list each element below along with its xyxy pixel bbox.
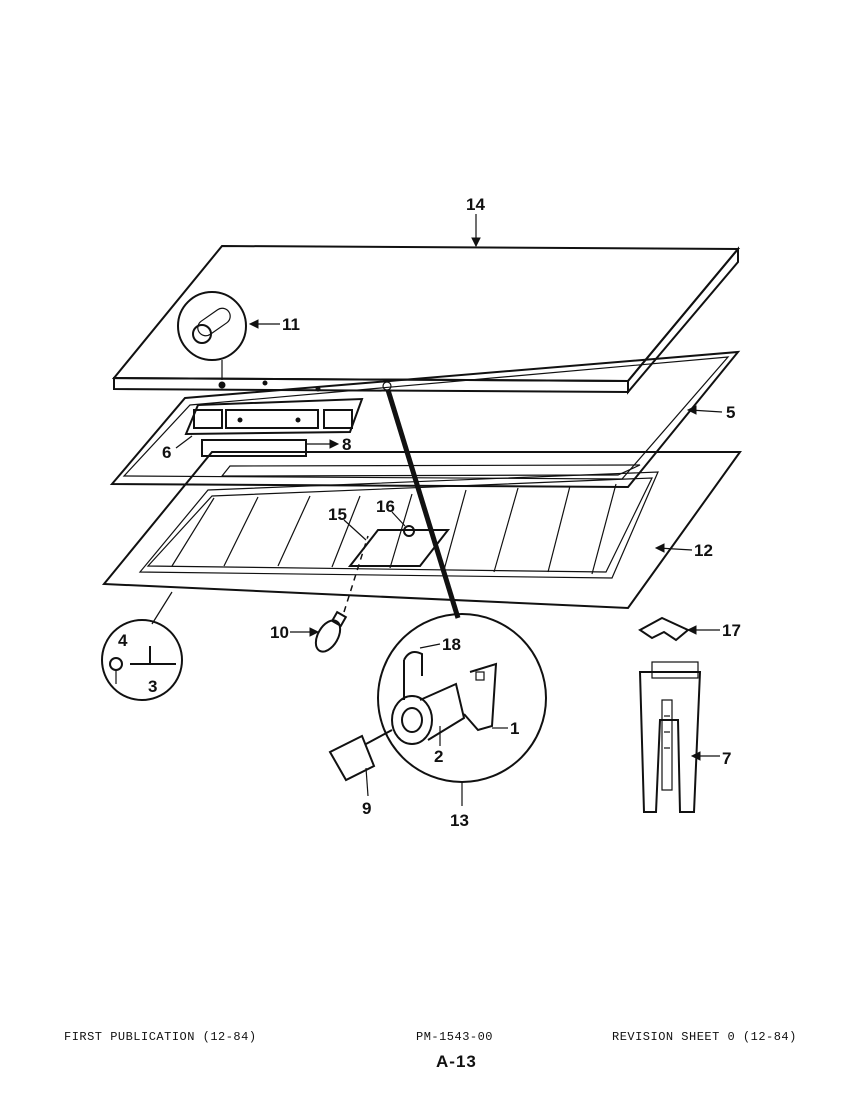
callout-17: 17 (722, 621, 741, 640)
callout-9: 9 (362, 799, 371, 818)
callout-8: 8 (342, 435, 351, 454)
callout-12: 12 (694, 541, 713, 560)
signal-light-strip-part-8 (201, 439, 307, 457)
lid-panel-part-14 (111, 244, 741, 395)
lock-assembly-part-13 (377, 613, 547, 806)
callout-4: 4 (118, 631, 128, 650)
hinge-pin-detail-part-11 (177, 291, 247, 380)
hinge-bracket-part-7 (638, 661, 702, 813)
callout-2: 2 (434, 747, 443, 766)
callout-16: 16 (376, 497, 395, 516)
callout-11: 11 (282, 315, 300, 334)
hinge-detail-parts-3-4 (101, 591, 183, 701)
callout-1: 1 (510, 719, 519, 738)
callout-6: 6 (162, 443, 171, 462)
footer-first-publication: FIRST PUBLICATION (12-84) (64, 1030, 257, 1044)
callout-18: 18 (442, 635, 461, 654)
lock-key-part-9 (328, 729, 393, 797)
page-number: A-13 (436, 1052, 477, 1071)
inner-door-panel-part-12 (101, 451, 742, 610)
callout-3: 3 (148, 677, 157, 696)
footer-part-manual-number: PM-1543-00 (416, 1030, 494, 1044)
callout-14: 14 (466, 195, 485, 214)
callout-13: 13 (450, 811, 469, 830)
callout-5: 5 (726, 403, 735, 422)
callout-7: 7 (722, 749, 731, 768)
callout-10: 10 (270, 623, 289, 642)
callout-15: 15 (328, 505, 347, 524)
light-bulb-part-10 (314, 610, 348, 653)
control-panel-part-6 (184, 397, 364, 436)
leader-lines (175, 214, 723, 761)
clip-part-17 (638, 616, 690, 642)
footer-revision-sheet: REVISION SHEET 0 (12-84) (612, 1030, 797, 1044)
